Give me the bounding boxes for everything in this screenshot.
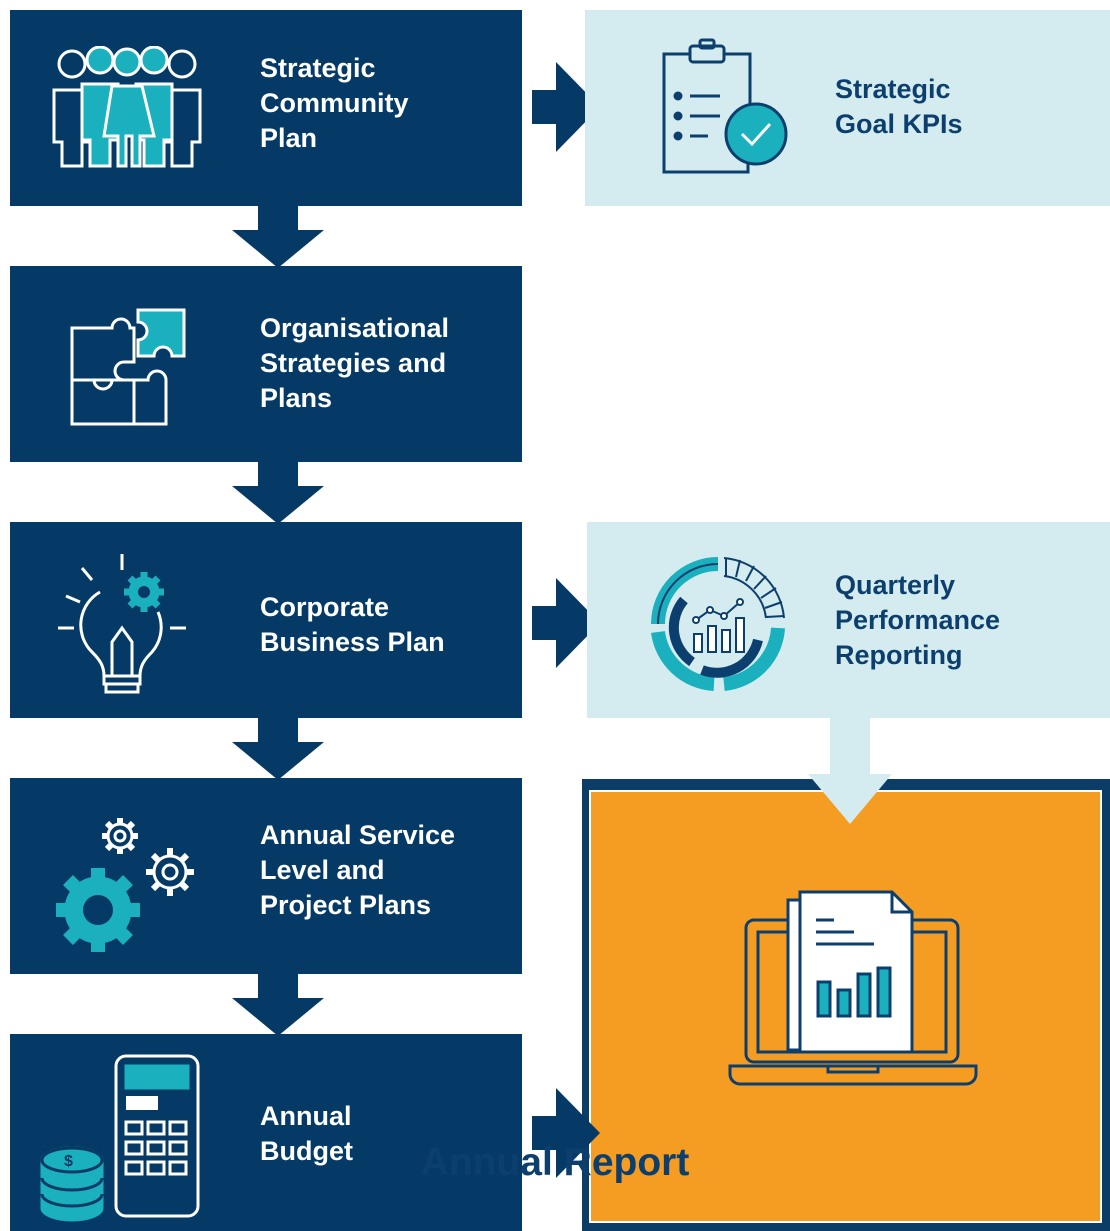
down-arrow-icon <box>230 206 326 268</box>
puzzle-icon <box>68 306 190 428</box>
gears-icon <box>48 812 200 952</box>
calculator-coins-icon: $ <box>36 1052 200 1222</box>
annual-report-title: Annual Report <box>420 1141 690 1184</box>
step-label: Annual Budget <box>260 1101 353 1166</box>
right-arrow-icon <box>532 578 600 668</box>
laptop-report-icon <box>728 890 978 1086</box>
right-arrow-icon <box>532 62 600 152</box>
clipboard-check-icon <box>654 38 794 178</box>
down-arrow-icon <box>230 974 326 1036</box>
step-organisational-strategies <box>10 266 522 462</box>
performance-gauge-icon <box>650 556 786 692</box>
right-arrow-icon <box>532 1088 600 1178</box>
light-down-arrow-icon <box>808 718 892 824</box>
community-people-icon <box>48 46 206 168</box>
step-label: Organisational Strategies and Plans <box>260 313 450 413</box>
lightbulb-gear-icon <box>52 552 192 698</box>
step-label: Annual Service Level and Project Plans <box>260 820 456 920</box>
step-label: Corporate Business Plan <box>260 592 445 657</box>
svg-text:$: $ <box>64 1153 73 1170</box>
output-label: Strategic Goal KPIs <box>835 74 963 139</box>
down-arrow-icon <box>230 718 326 780</box>
down-arrow-icon <box>230 462 326 524</box>
step-corporate-business-plan <box>10 522 522 718</box>
step-label: Strategic Community Plan <box>260 53 409 153</box>
output-label: Quarterly Performance Reporting <box>835 570 1001 670</box>
